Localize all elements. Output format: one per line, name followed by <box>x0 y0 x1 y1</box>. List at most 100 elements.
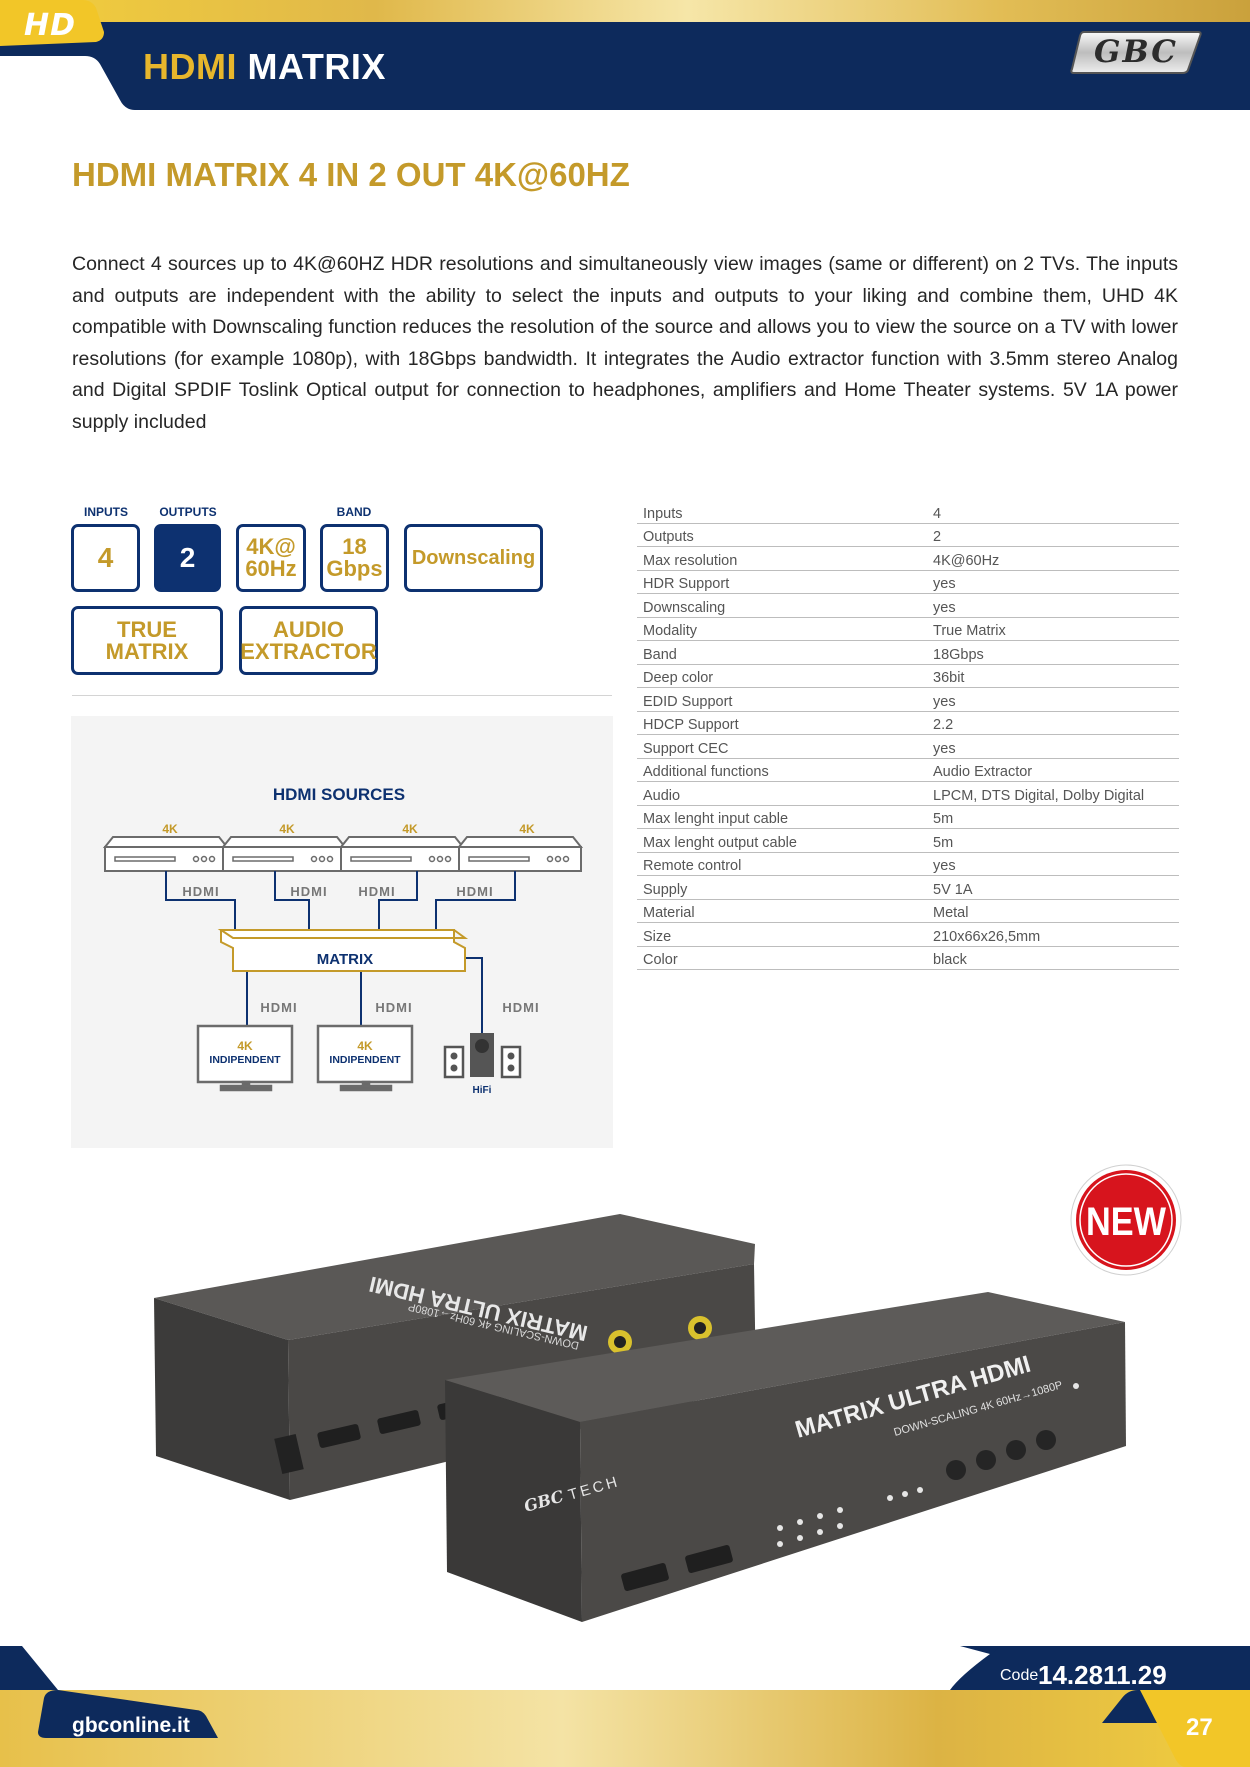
spec-key: Outputs <box>637 523 927 547</box>
hdmi-label: HDMI <box>456 884 493 899</box>
matrix-label: MATRIX <box>317 951 373 968</box>
spec-value: 5V 1A <box>927 875 1179 900</box>
spec-key: Band <box>637 640 927 665</box>
tv-label-2: INDIPENDENT <box>209 1054 281 1066</box>
source-label: 4K <box>519 822 535 836</box>
spec-key: Inputs <box>637 500 927 524</box>
hdmi-label: HDMI <box>290 884 327 899</box>
spec-value: 2.2 <box>927 711 1179 735</box>
spec-key: Max lenght output cable <box>637 828 927 853</box>
hdmi-label: HDMI <box>375 1000 412 1015</box>
diagram-svg: HDMI SOURCES 4K 4K 4K 4K <box>102 785 584 1096</box>
spec-key: Audio <box>637 781 927 806</box>
spec-value: 18Gbps <box>927 640 1179 665</box>
outputs-badge: 2 <box>154 524 221 592</box>
header-title-accent: HDMI <box>143 46 237 87</box>
spec-key: Support CEC <box>637 734 927 759</box>
product-title: HDMI MATRIX 4 IN 2 OUT 4K@60HZ <box>72 156 630 193</box>
spec-value: 36bit <box>927 664 1179 688</box>
product-code-value: 14.2811.29 <box>1038 1660 1167 1690</box>
inputs-value: 4 <box>97 542 114 573</box>
tv-label-1: 4K <box>237 1039 253 1053</box>
header-gold-strip <box>0 0 1250 26</box>
diagram-title: HDMI SOURCES <box>273 785 405 804</box>
connection-diagram: HDMI SOURCES 4K 4K 4K 4K <box>71 716 613 1148</box>
spec-value: 4K@60Hz <box>927 546 1179 571</box>
inputs-badge: 4 <box>71 524 140 592</box>
spec-key: Color <box>637 946 927 970</box>
spec-value: 210x66x26,5mm <box>927 922 1179 947</box>
spec-value: yes <box>927 570 1179 594</box>
spec-key: Max lenght input cable <box>637 805 927 829</box>
tv-label-2: INDIPENDENT <box>329 1054 401 1066</box>
spec-value: yes <box>927 734 1179 759</box>
product-code-label: Code <box>1000 1667 1039 1684</box>
device-front-view: MATRIX ULTRA HDMI DOWN-SCALING 4K 60Hz→1… <box>445 1292 1126 1622</box>
outputs-label: OUTPUTS <box>159 505 217 519</box>
downscaling-text: Downscaling <box>411 547 536 569</box>
hdmi-label: HDMI <box>260 1000 297 1015</box>
hdmi-label: HDMI <box>502 1000 539 1015</box>
downscaling-badge: Downscaling <box>404 524 543 592</box>
hifi-speaker-icon <box>443 1033 522 1079</box>
header-band <box>0 22 1250 110</box>
gbc-logo-text: GBC <box>1094 34 1178 70</box>
spec-key: Material <box>637 899 927 923</box>
hdmi-label: HDMI <box>358 884 395 899</box>
source-device-1 <box>102 836 230 872</box>
spec-key: HDR Support <box>637 570 927 594</box>
spec-key: Supply <box>637 875 927 900</box>
hd-badge-text: HD <box>24 8 77 43</box>
spec-value: yes <box>927 593 1179 618</box>
website-link[interactable]: gbconline.it <box>72 1714 190 1737</box>
source-device-4 <box>456 836 584 872</box>
spec-key: HDCP Support <box>637 711 927 735</box>
spec-value: 5m <box>927 805 1179 829</box>
spec-key: Downscaling <box>637 593 927 618</box>
band-line2: Gbps <box>326 556 383 581</box>
footer-band <box>0 1646 1250 1767</box>
resolution-line2: 60Hz <box>245 556 297 581</box>
new-badge: NEW <box>1070 1164 1182 1276</box>
gbc-logo <box>1070 31 1202 74</box>
resolution-badge: 4K@60Hz <box>236 524 306 592</box>
hifi-label: HiFi <box>473 1085 492 1096</box>
resolution-line1: 4K@ <box>246 534 296 559</box>
spec-value: Audio Extractor <box>927 758 1179 782</box>
spec-key: Max resolution <box>637 546 927 571</box>
spec-value: yes <box>927 852 1179 876</box>
spec-value: black <box>927 946 1179 970</box>
source-device-2 <box>220 836 348 872</box>
spec-key: EDID Support <box>637 687 927 712</box>
true-matrix-line1: TRUE <box>117 616 177 642</box>
product-description: Connect 4 sources up to 4K@60HZ HDR reso… <box>72 253 1178 433</box>
audio-extractor-line1: AUDIO <box>273 616 344 642</box>
spec-value: yes <box>927 687 1179 712</box>
tv-icon <box>196 1024 294 1092</box>
source-device-details <box>114 855 570 863</box>
source-label: 4K <box>279 822 295 836</box>
hdmi-label: HDMI <box>182 884 219 899</box>
spec-value: 5m <box>927 828 1179 853</box>
